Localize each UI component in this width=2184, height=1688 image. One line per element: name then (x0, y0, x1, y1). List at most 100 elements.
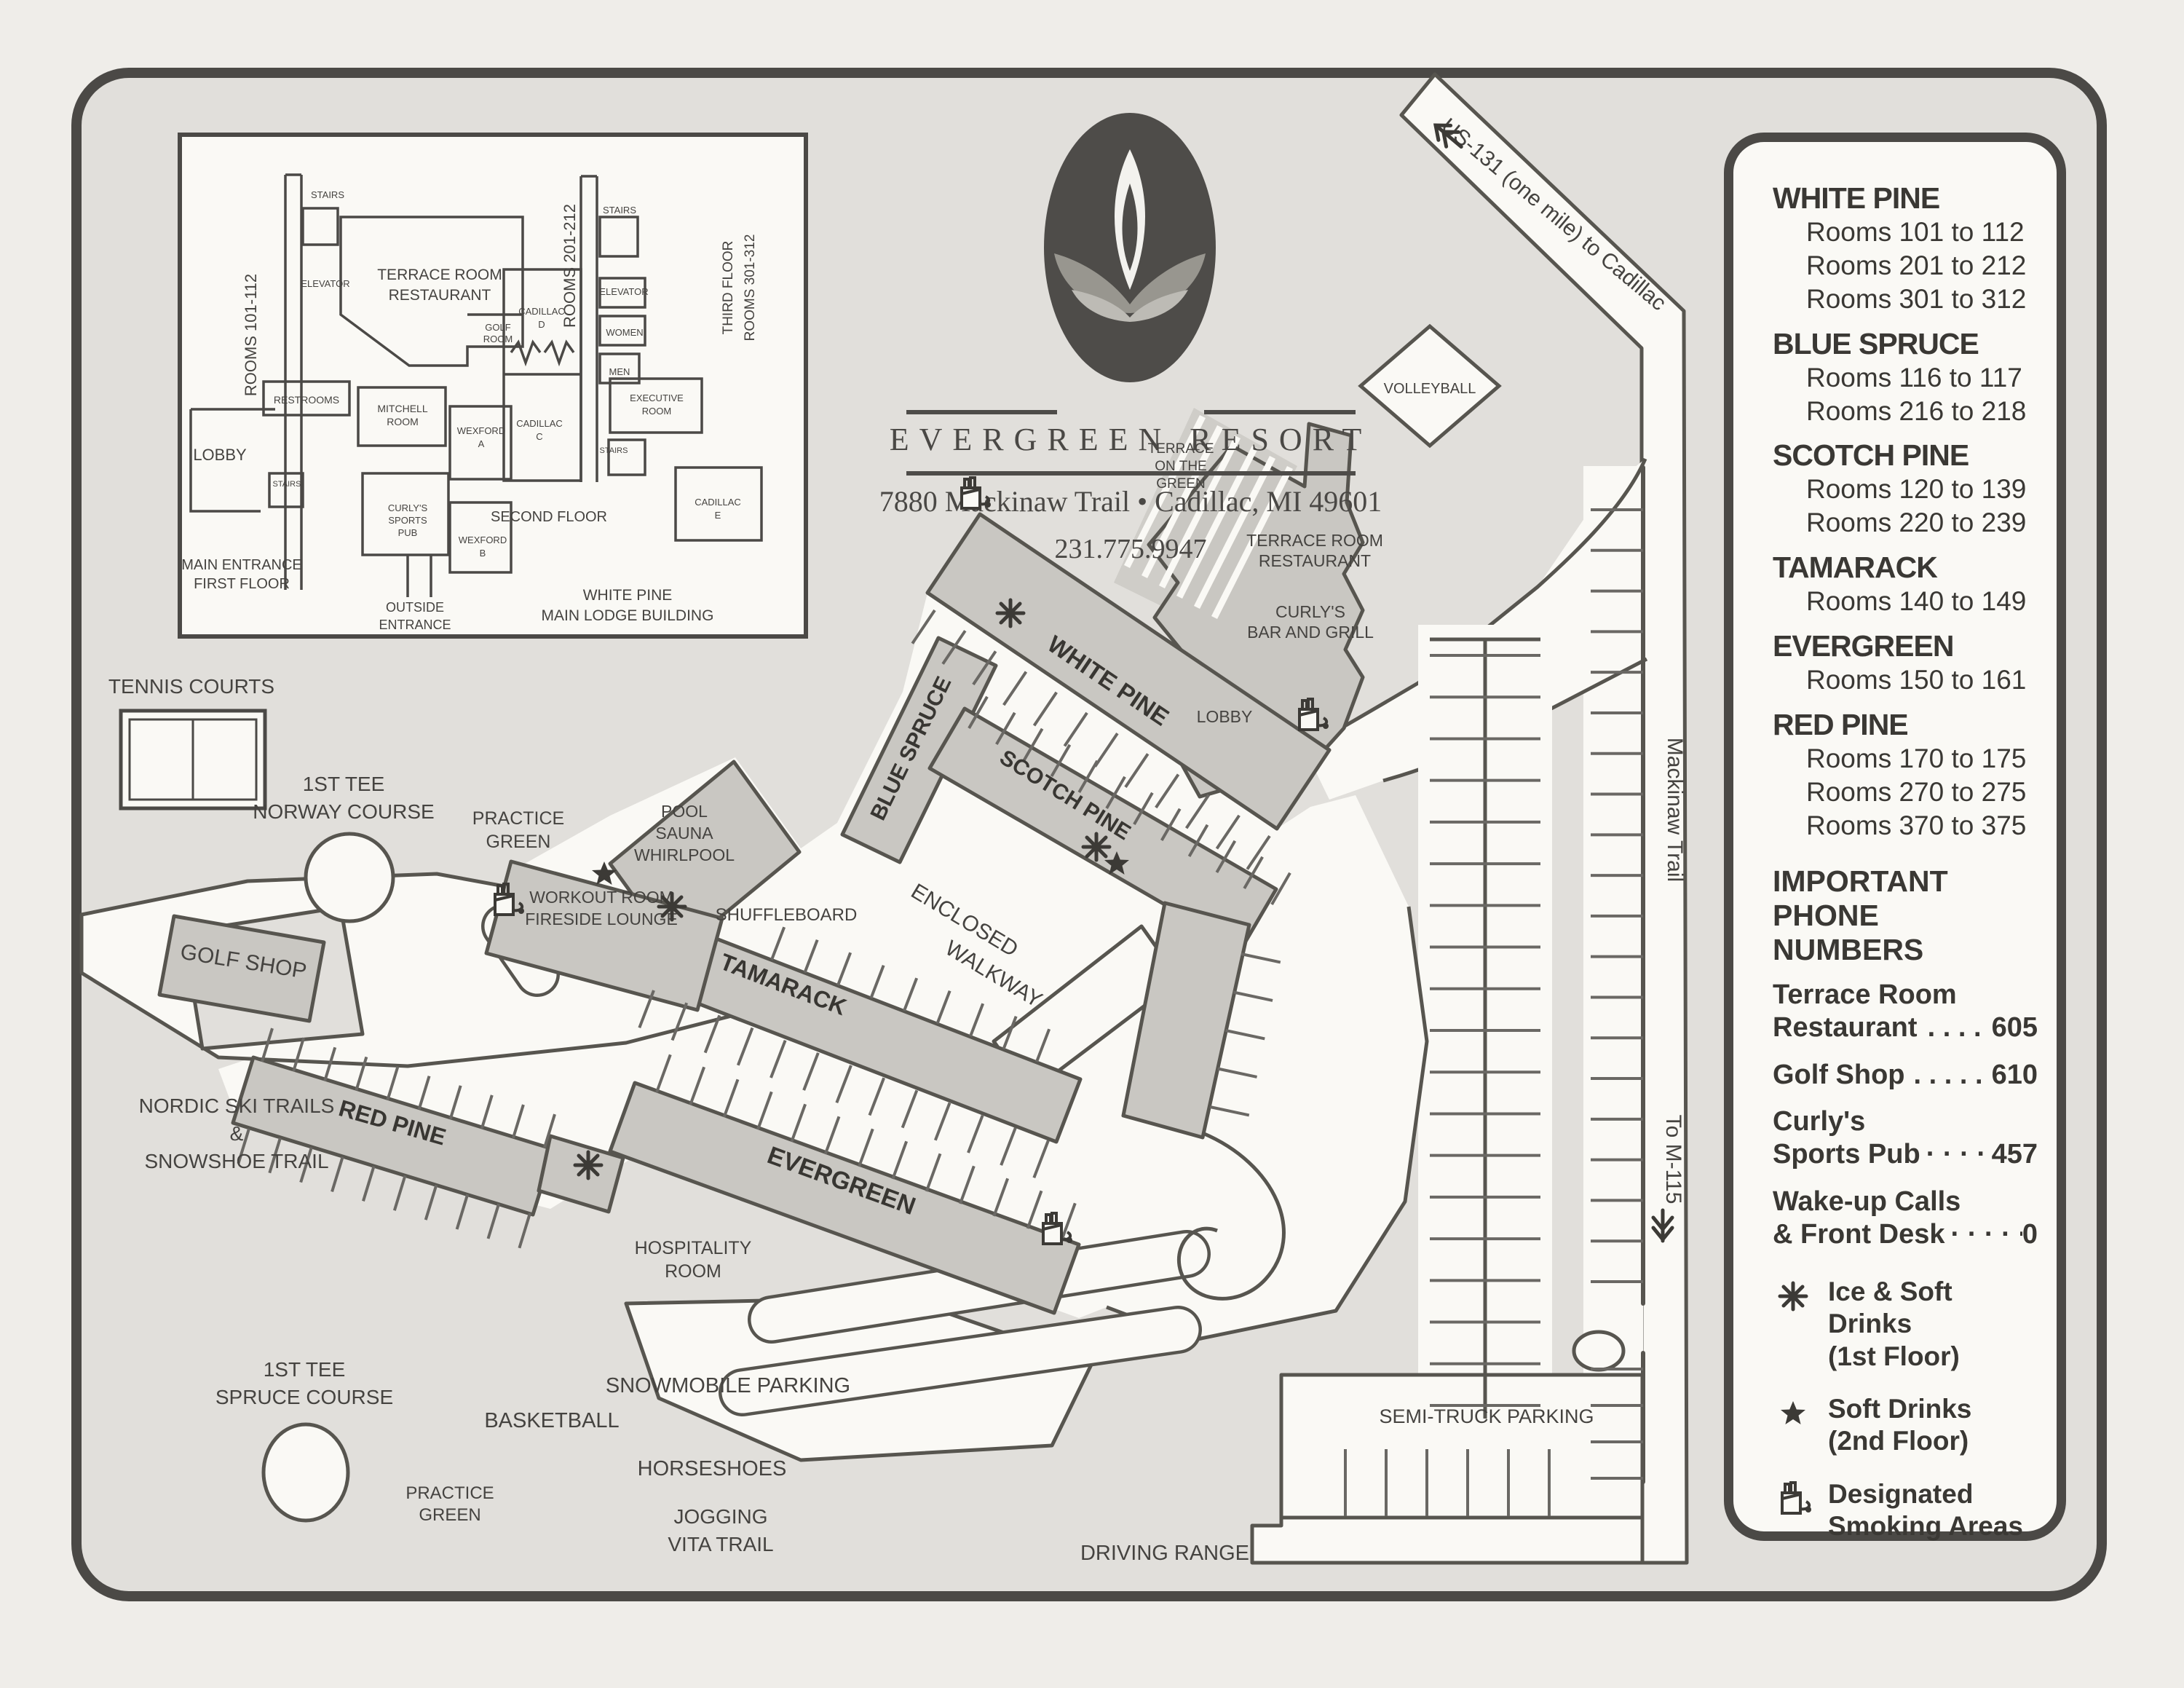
phone-label-line2: Golf Shop (1773, 1059, 1905, 1090)
label-inset-women: WOMEN (606, 327, 643, 338)
label-inset-white-pine-1: WHITE PINE (583, 587, 673, 604)
phone-leader-dots: . . . . . (1913, 1059, 1983, 1090)
label-pool-1: POOL (661, 802, 708, 821)
phone-leader-dots: . . . . (1927, 1011, 1982, 1043)
label-logo-phone: 231.775.9947 (1055, 534, 1207, 564)
road-us131-mackinaw (1399, 72, 1689, 1565)
building-room-range: Rooms 201 to 212 (1806, 250, 2027, 280)
parking-tick (1243, 856, 1264, 890)
parking-tick (1026, 1190, 1043, 1229)
parking-tick (959, 1165, 976, 1204)
parking-tick (386, 1065, 400, 1101)
recreation-layer (119, 323, 1626, 1523)
label-jogging-1: JOGGING (673, 1505, 767, 1528)
parking-tick (1032, 691, 1058, 727)
label-inset-elevator-1: ELEVATOR (301, 278, 349, 289)
parking-tick (518, 1212, 531, 1249)
label-inset-terrace-room-1: TERRACE ROOM (377, 267, 502, 283)
parking-tick (292, 1037, 306, 1072)
parking-tick (1187, 824, 1209, 858)
parking-tick (511, 1104, 525, 1139)
white-pine-building (925, 512, 1332, 831)
label-inset-stairs-3: STAIRS (603, 205, 636, 216)
label-inset-rooms-101: ROOMS 101-112 (242, 274, 260, 396)
phone-row: Golf Shop . . . . . 610 (1773, 1059, 2038, 1092)
parking-tick (486, 1203, 501, 1239)
building-room-range: Rooms 270 to 275 (1806, 776, 2027, 807)
parking-tick (268, 1137, 282, 1174)
parking-tick (355, 1056, 368, 1091)
parking-tick (1035, 1028, 1051, 1062)
label-inset-curlys-2: SPORTS (388, 515, 427, 526)
label-practice-green-n2: GREEN (486, 832, 551, 852)
legend-line2: (2nd Floor) (1828, 1426, 1969, 1456)
parking-tick (925, 1153, 942, 1192)
logo-flame-inner (1122, 184, 1138, 271)
parking-tick (995, 711, 1016, 746)
parking-tick (1233, 990, 1273, 1002)
evergreen-building (608, 1081, 1081, 1315)
parking-tick (992, 1178, 1010, 1217)
label-inset-cadillac-e2: E (715, 510, 721, 521)
parking-tick (891, 1140, 909, 1180)
phone-row: & Front Desk· · · · ·0 (1773, 1218, 2038, 1251)
parking-tick (417, 1076, 431, 1111)
parking-tick (903, 977, 919, 1011)
blue-spruce-building (840, 636, 998, 864)
label-norway-2: NORWAY COURSE (253, 800, 434, 823)
parking-tick (790, 1103, 807, 1143)
label-nordic-3: SNOWSHOE TRAIL (144, 1150, 328, 1172)
range-tee-2 (721, 1309, 1199, 1413)
ice-soft-drinks-shuffleboard-icon (659, 894, 685, 920)
building-name: WHITE PINE (1773, 181, 1940, 215)
label-inset-lobby: LOBBY (193, 446, 247, 464)
parking-tick (1209, 1105, 1250, 1117)
label-inset-third-floor-2: ROOMS 301-312 (743, 234, 758, 342)
parking-tick (802, 1052, 820, 1091)
label-inset-executive-2: ROOM (642, 406, 671, 417)
label-hospitality-2: ROOM (665, 1261, 721, 1282)
phone-label-line1: Terrace Room (1773, 979, 1957, 1010)
parking-tick (967, 1114, 984, 1153)
parking-tick (756, 1091, 773, 1130)
label-inset-outside-1: OUTSIDE (386, 600, 444, 615)
phone-label-line2: & Front Desk (1773, 1218, 1945, 1250)
parking-tick (935, 990, 951, 1025)
parking-tick (1215, 814, 1241, 850)
label-inset-mitchell-1: MITCHELL (377, 403, 427, 414)
label-terrace-green-3: GREEN (1156, 476, 1206, 492)
parking-tick (803, 939, 819, 974)
logo-rules (906, 410, 1356, 476)
parking-tick (1160, 808, 1182, 842)
building-name: TAMARACK (1773, 551, 1938, 585)
parking-tick (543, 1113, 556, 1148)
label-terrace-room-2: RESTAURANT (1259, 551, 1371, 570)
inset-walls (189, 173, 763, 597)
parking-tick (1093, 732, 1119, 768)
buildings-layer (157, 408, 1365, 1315)
phone-label-line2: Restaurant (1773, 1011, 1918, 1043)
phone-number: 610 (1991, 1059, 2038, 1090)
building-name: BLUE SPRUCE (1773, 326, 1979, 360)
parking-tick (703, 1014, 721, 1054)
workout-building (484, 859, 724, 1012)
label-practice-green-s2: GREEN (419, 1505, 480, 1525)
building-room-range: Rooms 170 to 175 (1806, 743, 2027, 773)
parking-tick (237, 1128, 250, 1164)
parking-tick (1105, 776, 1126, 810)
label-nordic-2: & (230, 1122, 244, 1145)
phone-label-line1: Wake-up Calls (1773, 1186, 1961, 1218)
parking-tick (1002, 1015, 1018, 1050)
parking-tick (638, 990, 655, 1029)
traffic-island (1572, 1330, 1626, 1372)
phone-entry: Golf Shop . . . . . 610 (1773, 1059, 2038, 1092)
label-nordic-1: NORDIC SKI TRAILS (139, 1095, 335, 1117)
